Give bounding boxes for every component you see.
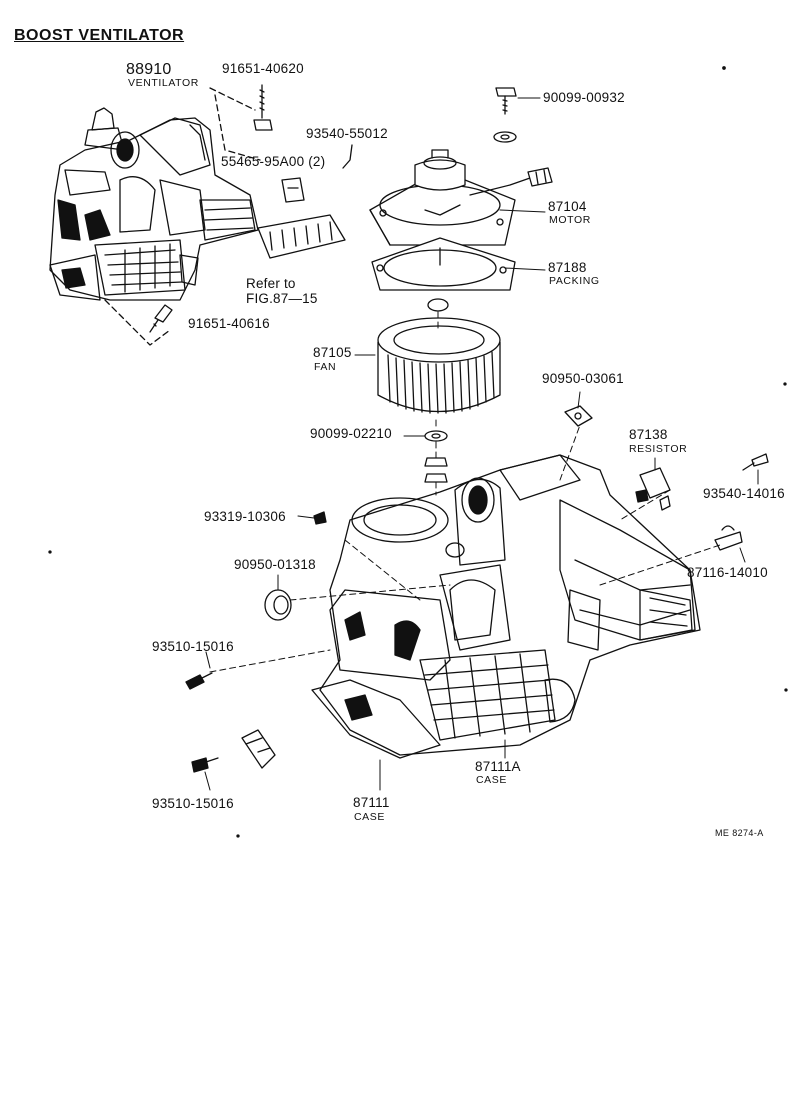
leader-line [214, 94, 261, 161]
part-number-93510-15016-b: 93510-15016 [152, 796, 234, 811]
part-name-packing: PACKING [549, 275, 600, 287]
part-name-motor: MOTOR [549, 214, 591, 226]
grommet-90950-01318-drawing [264, 589, 292, 621]
leader-line [209, 87, 256, 111]
part-number-87111a: 87111A [475, 759, 521, 774]
part-number-88910: 88910 [126, 61, 172, 78]
screw-90099-00932-drawing [493, 87, 517, 143]
part-number-87138: 87138 [629, 427, 668, 442]
grille-refer-drawing [257, 214, 346, 259]
part-number-93510-15016-a: 93510-15016 [152, 639, 234, 654]
leader-line [104, 299, 171, 346]
part-number-90099-00932: 90099-00932 [543, 90, 625, 105]
part-number-87116-14010: 87116-14010 [687, 565, 768, 580]
grommet-90950-03061-drawing [564, 405, 593, 427]
bracket-55465-drawing [281, 177, 305, 203]
part-name-fan: FAN [314, 361, 337, 373]
bolt-91651-40616-drawing [149, 304, 173, 333]
nut-drawing [427, 298, 449, 312]
leader-lines [204, 97, 759, 791]
screw-93540-55012-drawing [342, 144, 353, 169]
part-number-87111: 87111 [353, 795, 390, 810]
part-number-87104: 87104 [548, 199, 587, 214]
screw-93540-14016-drawing [742, 453, 769, 471]
part-number-93319-10306: 93319-10306 [204, 509, 286, 524]
part-number-87105: 87105 [313, 345, 352, 360]
packing-87188-drawing [371, 237, 516, 291]
fan-87105-drawing [377, 317, 501, 414]
case-clip-drawing [241, 729, 276, 769]
part-name-resistor: RESISTOR [629, 443, 688, 455]
screw-93510-15016-b-drawing [191, 757, 219, 773]
screw-93510-15016-a-drawing [185, 672, 213, 690]
ventilator-assembly-drawing [49, 107, 259, 301]
motor-87104-drawing [369, 149, 553, 246]
part-name-case-87111a: CASE [476, 774, 507, 786]
clip-87116-14010-drawing [714, 525, 743, 551]
page-title: BOOST VENTILATOR [14, 27, 185, 44]
part-name-case-87111: CASE [354, 811, 385, 823]
part-number-87188: 87188 [548, 260, 587, 275]
case-assembly-drawing [311, 454, 701, 759]
resistor-87138-drawing [635, 467, 671, 511]
part-number-90099-02210: 90099-02210 [310, 426, 392, 441]
part-number-93540-14016: 93540-14016 [703, 486, 785, 501]
part-number-91651-40620: 91651-40620 [222, 61, 304, 76]
bolt-91651-40620-drawing [253, 84, 273, 131]
part-number-90950-03061: 90950-03061 [542, 371, 624, 386]
refer-to-line2: FIG.87—15 [246, 291, 318, 306]
part-number-93540-55012: 93540-55012 [306, 126, 388, 141]
screw-93319-drawing [313, 511, 327, 525]
figure-code: ME 8274-A [715, 828, 764, 838]
alignment-lines [209, 311, 721, 673]
refer-to-line1: Refer to [246, 276, 296, 291]
part-number-55465-95a00: 55465-95A00 (2) [221, 154, 326, 169]
part-number-91651-40616: 91651-40616 [188, 316, 270, 331]
part-name-ventilator: VENTILATOR [128, 77, 199, 89]
part-number-90950-01318: 90950-01318 [234, 557, 316, 572]
